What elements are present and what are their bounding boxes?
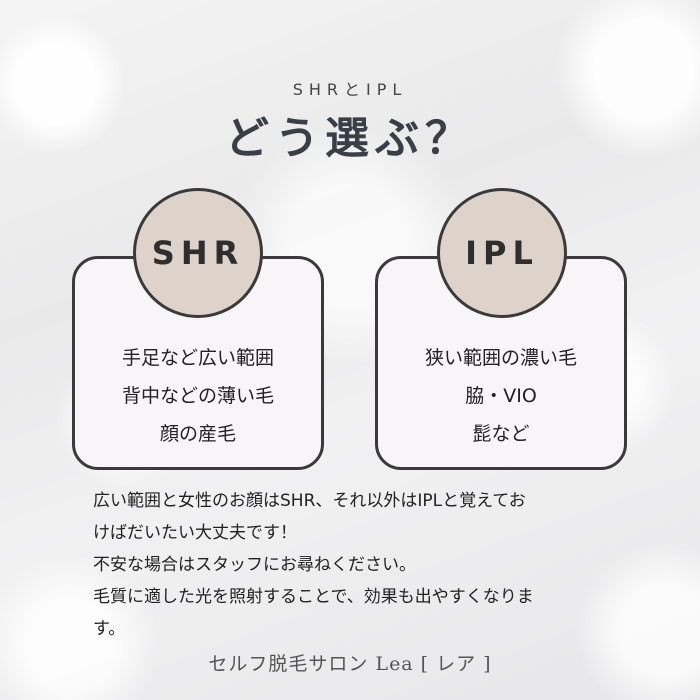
shr-badge: SHR xyxy=(133,188,263,318)
shr-line-3: 顔の産毛 xyxy=(159,423,236,445)
salon-name: セルフ脱毛サロン Lea [ レア ] xyxy=(208,653,492,675)
shr-line-2: 背中などの薄い毛 xyxy=(121,385,274,407)
explanation-line: 広い範囲と女性のお顔はSHR、それ以外はIPLと覚えてお xyxy=(93,491,526,511)
shr-line-1: 手足など広い範囲 xyxy=(121,347,274,369)
shr-card-lines: 手足など広い範囲 背中などの薄い毛 顔の産毛 xyxy=(75,339,321,453)
explanation-line: けばだいたい大丈夫です！ xyxy=(93,523,297,543)
explanation-line: 不安な場合はスタッフにお尋ねください。 xyxy=(93,555,416,575)
ipl-card-lines: 狭い範囲の濃い毛 脇・VIO 髭など xyxy=(378,339,624,453)
ipl-line-2: 脇・VIO xyxy=(465,385,537,407)
page-title: どう選ぶ？ xyxy=(225,113,475,164)
ipl-line-3: 髭など xyxy=(472,423,530,445)
explanation-line: す。 xyxy=(93,619,126,639)
subtitle: SHRとIPL xyxy=(292,80,408,99)
ipl-badge: IPL xyxy=(437,188,567,318)
explanation-line: 毛質に適した光を照射することで、効果も出やすくなりま xyxy=(93,587,534,607)
explanation-text: 広い範囲と女性のお顔はSHR、それ以外はIPLと覚えてお けばだいたい大丈夫です… xyxy=(93,485,613,645)
ipl-line-1: 狭い範囲の濃い毛 xyxy=(424,347,577,369)
